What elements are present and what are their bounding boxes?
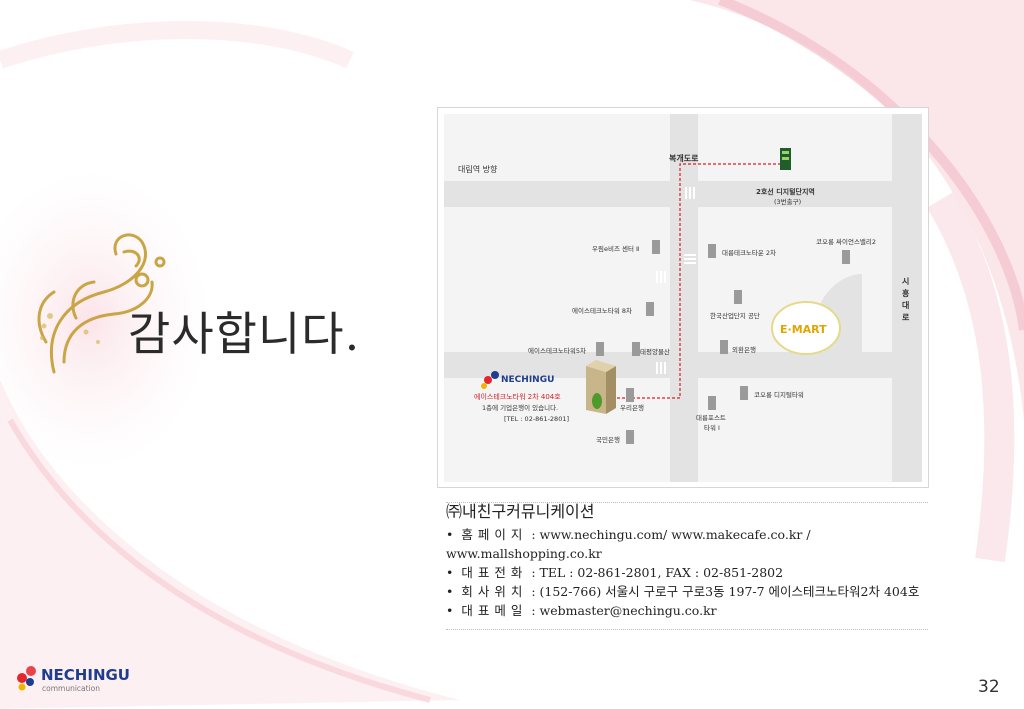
- company-info: ㈜내친구커뮤니케이션 • 홈페이지 : www.nechingu.com/ ww…: [446, 502, 928, 630]
- thank-you-heading: 감사합니다.: [128, 307, 361, 361]
- gold-ornament-icon: [37, 233, 166, 374]
- map-label-daeryung-post-2: 타워 Ⅰ: [704, 423, 720, 432]
- map-label-siheung-3: 대: [902, 300, 909, 310]
- logo-blue-dot-icon: [26, 678, 34, 686]
- map-label-ace5: 에이스테크노타워5차: [528, 346, 586, 355]
- info-email: • 대표메일 : webmaster@nechingu.co.kr: [446, 603, 717, 618]
- location-map: 대림역 방향 복개도로 2호선 디지털단지역 (3번출구) 우림e비즈 센터 Ⅱ…: [444, 114, 922, 482]
- map-label-daeryung-post-1: 대륭포스트: [696, 414, 726, 422]
- info-homepage-value[interactable]: : www.nechingu.com/ www.makecafe.co.kr /…: [446, 527, 811, 561]
- logo-red-dot-icon: [17, 673, 27, 683]
- subway-station-icon: [780, 148, 791, 170]
- map-label-brand: NECHINGU: [501, 375, 554, 385]
- map-label-addr3: [TEL : 02-861-2801]: [504, 415, 569, 423]
- info-phone-value: : TEL : 02-861-2801, FAX : 02-851-2802: [527, 565, 784, 580]
- map-brand-logo-icon: [481, 371, 499, 389]
- location-map-frame: 대림역 방향 복개도로 2호선 디지털단지역 (3번출구) 우림e비즈 센터 Ⅱ…: [437, 107, 929, 488]
- info-homepage-key: 홈페이지: [461, 527, 528, 542]
- map-label-addr2: 1층에 기업은행이 있습니다.: [482, 403, 558, 412]
- map-label-siheung-2: 흥: [902, 288, 910, 298]
- map-label-woorim: 우림e비즈 센터 Ⅱ: [592, 244, 639, 253]
- emart-logo: [771, 301, 841, 355]
- map-label-daeryung2: 대륭테크노타운 2차: [722, 248, 776, 257]
- info-address-value: : (152-766) 서울시 구로구 구로3동 197-7 에이스테크노타워2…: [527, 584, 920, 599]
- map-label-exchange: 외환은행: [732, 345, 756, 354]
- map-label-woori: 우리은행: [620, 403, 644, 412]
- route-path: [602, 163, 786, 399]
- map-label-kookmin: 국민은행: [596, 435, 620, 444]
- map-label-taepyeong: 태평양물산: [640, 347, 670, 356]
- nechingu-logo: NECHINGU communication: [17, 666, 130, 693]
- map-label-siheung-4: 로: [902, 313, 910, 322]
- ace-techno-tower-building-icon: [586, 360, 616, 414]
- page-number: 32: [978, 677, 1000, 697]
- map-label-kolon-dt: 코오롱 디지털타워: [754, 390, 804, 399]
- info-address: • 회사위치 : (152-766) 서울시 구로구 구로3동 197-7 에이…: [446, 584, 920, 599]
- info-phone-key: 대표전화: [461, 565, 528, 580]
- info-email-key: 대표메일: [461, 603, 528, 618]
- company-name: ㈜내친구커뮤니케이션: [446, 502, 595, 521]
- info-email-value[interactable]: : webmaster@nechingu.co.kr: [527, 603, 717, 618]
- map-label-ace8: 에이스테크노타워 8차: [572, 306, 632, 315]
- info-homepage: • 홈페이지 : www.nechingu.com/ www.makecafe.…: [446, 527, 811, 561]
- map-label-kolon-sv: 코오롱 싸이언스밸리2: [816, 237, 876, 246]
- map-label-kicox: 한국산업단지 공단: [710, 311, 760, 320]
- map-label-daerim: 대림역 방향: [458, 164, 498, 174]
- map-label-bokgae: 복개도로: [669, 153, 699, 163]
- map-label-station: 2호선 디지털단지역: [756, 187, 815, 196]
- map-label-siheung-1: 시: [902, 277, 909, 286]
- building-icons: [596, 240, 850, 444]
- logo-yellow-dot-icon: [18, 683, 26, 691]
- info-phone: • 대표전화 : TEL : 02-861-2801, FAX : 02-851…: [446, 565, 784, 580]
- map-label-exit: (3번출구): [774, 197, 801, 206]
- info-address-key: 회사위치: [461, 584, 528, 599]
- logo-subtitle: communication: [42, 684, 100, 693]
- map-label-addr1: 에이스테크노타워 2차 404호: [474, 392, 561, 401]
- logo-wordmark: NECHINGU: [41, 666, 130, 684]
- map-label-emart: E·MART: [780, 323, 827, 336]
- map-roads: [444, 114, 922, 482]
